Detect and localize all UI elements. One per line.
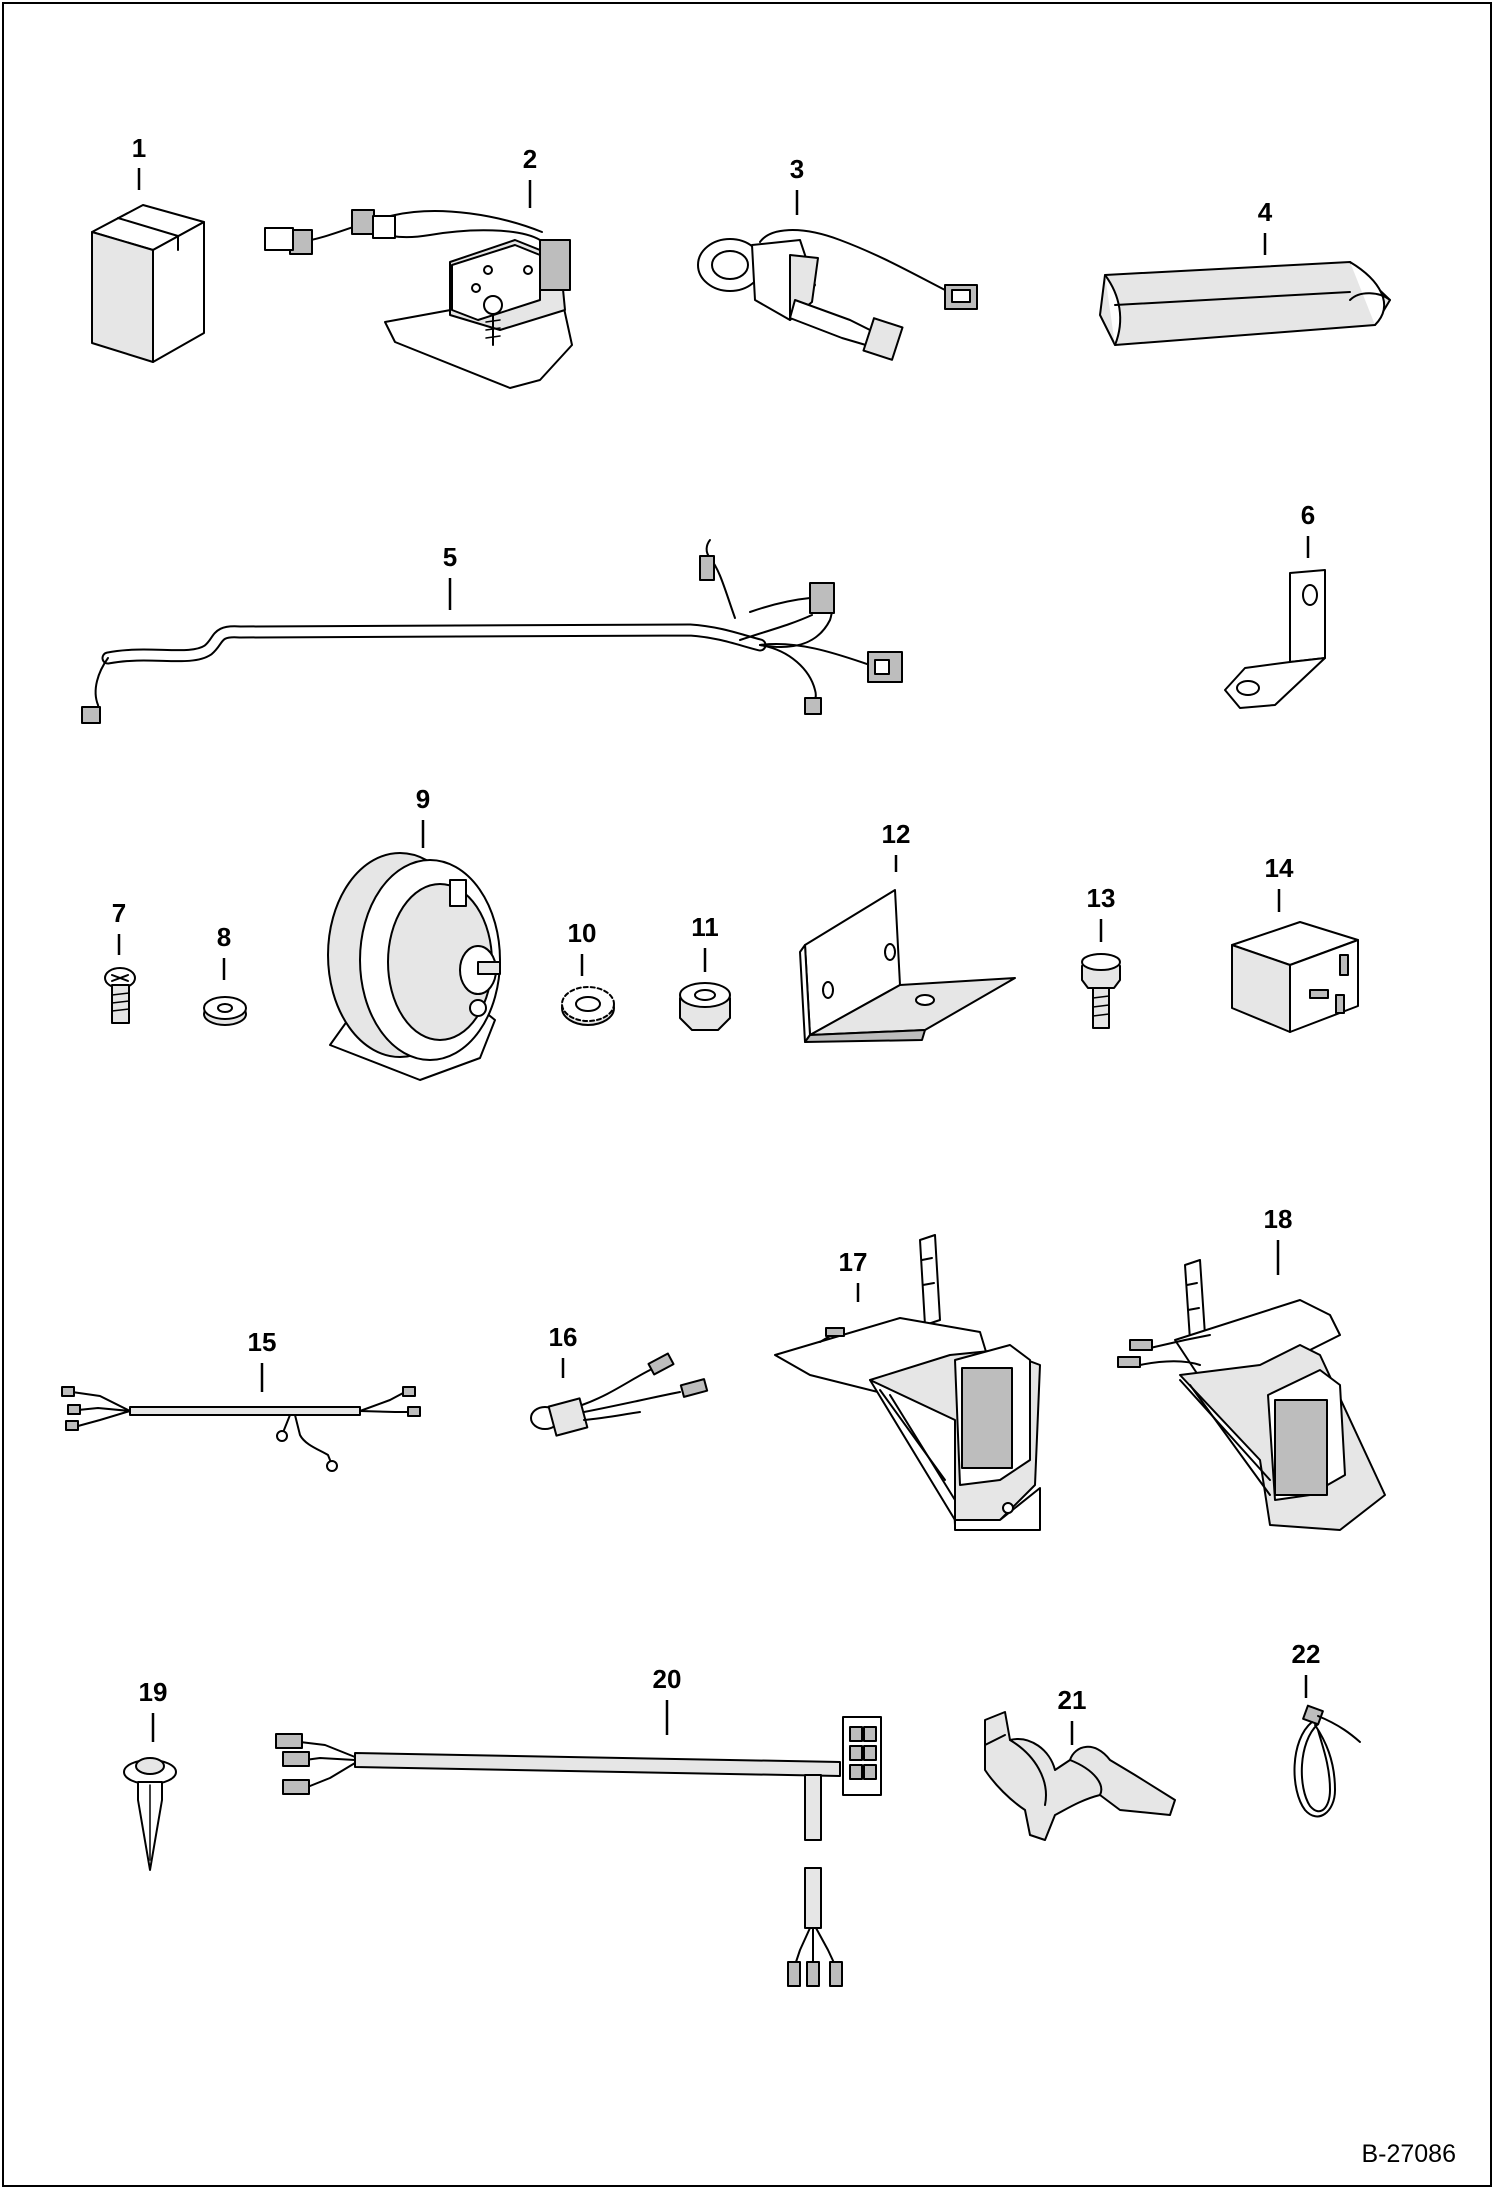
part-11-nut: 11 xyxy=(679,912,731,1031)
part-9-label: 9 xyxy=(416,784,430,814)
part-2-label: 2 xyxy=(523,144,537,174)
part-3-label: 3 xyxy=(790,154,804,184)
part-19-label: 19 xyxy=(139,1677,168,1707)
part-2-switch-bracket: 2 xyxy=(264,144,573,389)
part-4-channel-trim: 4 xyxy=(1099,197,1391,346)
part-6-mounting-bracket: 6 xyxy=(1224,500,1326,709)
part-19-push-rivet: 19 xyxy=(123,1677,177,1871)
part-12-angle-bracket: 12 xyxy=(799,819,1016,1043)
part-18-label: 18 xyxy=(1264,1204,1293,1234)
part-7-screw: 7 xyxy=(104,898,136,1024)
part-5-label: 5 xyxy=(443,542,457,572)
part-8-washer: 8 xyxy=(203,922,247,1026)
part-13-label: 13 xyxy=(1087,883,1116,913)
part-1-label: 1 xyxy=(132,133,146,163)
part-13-cap-screw: 13 xyxy=(1081,883,1121,1029)
part-22-cable-tie: 22 xyxy=(1292,1639,1361,1818)
part-17-light-bracket-left: 17 xyxy=(774,1234,1041,1531)
part-6-label: 6 xyxy=(1301,500,1315,530)
part-18-light-bracket-right: 18 xyxy=(1117,1204,1386,1531)
part-4-label: 4 xyxy=(1258,197,1273,227)
part-3-turn-signal-switch: 3 xyxy=(697,154,978,361)
part-12-label: 12 xyxy=(882,819,911,849)
part-5-wiring-harness: 5 xyxy=(81,539,903,724)
part-22-label: 22 xyxy=(1292,1639,1321,1669)
part-7-label: 7 xyxy=(112,898,126,928)
part-20-harness-connector: 20 xyxy=(275,1664,882,1987)
part-17-label: 17 xyxy=(839,1247,868,1277)
part-21-cable-clamp: 21 xyxy=(984,1685,1176,1841)
part-8-label: 8 xyxy=(217,922,231,952)
part-15-wire-harness: 15 xyxy=(61,1327,421,1472)
part-10-label: 10 xyxy=(568,918,597,948)
part-14-label: 14 xyxy=(1265,853,1294,883)
part-15-label: 15 xyxy=(248,1327,277,1357)
part-14-flasher-relay: 14 xyxy=(1231,853,1359,1033)
part-11-label: 11 xyxy=(691,912,719,942)
part-16-label: 16 xyxy=(549,1322,578,1352)
part-16-bulb-socket: 16 xyxy=(530,1322,709,1437)
part-9-horn: 9 xyxy=(327,784,501,1081)
part-21-label: 21 xyxy=(1058,1685,1087,1715)
part-20-label: 20 xyxy=(653,1664,682,1694)
figure-reference-id: B-27086 xyxy=(1361,2140,1456,2168)
part-1-box: 1 xyxy=(91,133,205,363)
part-10-lock-washer: 10 xyxy=(561,918,615,1026)
